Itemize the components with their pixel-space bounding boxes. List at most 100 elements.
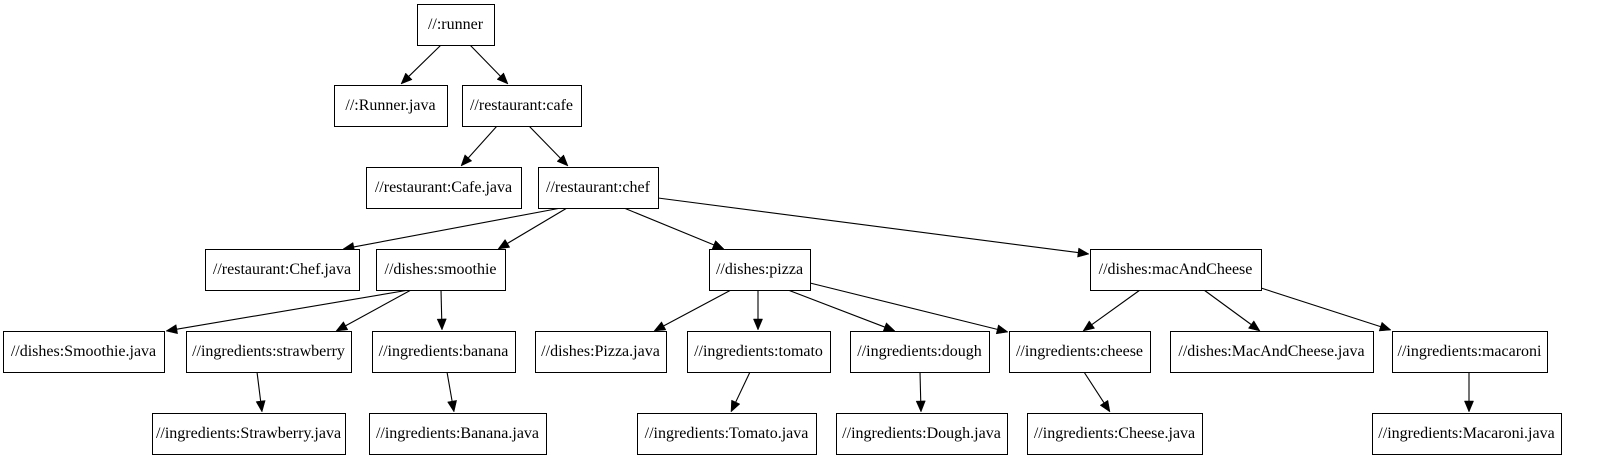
arrowhead-icon bbox=[882, 322, 896, 332]
node-label: //dishes:macAndCheese bbox=[1099, 261, 1253, 278]
edge-restaurant_chef-to-dishes_pizza bbox=[623, 207, 725, 250]
node-ingredients_cheese[interactable]: //ingredients:cheese bbox=[1009, 331, 1151, 373]
edge-line bbox=[440, 289, 443, 320]
node-box[interactable] bbox=[1027, 413, 1203, 455]
node-ingredients_tomato[interactable]: //ingredients:tomato bbox=[687, 331, 831, 373]
arrowhead-icon bbox=[556, 154, 569, 167]
node-runner[interactable]: //:runner bbox=[417, 4, 495, 46]
arrowhead-icon bbox=[730, 399, 741, 413]
node-box[interactable] bbox=[1090, 249, 1262, 291]
arrowhead-icon bbox=[1082, 320, 1096, 332]
node-label: //ingredients:Banana.java bbox=[376, 425, 539, 442]
node-box[interactable] bbox=[637, 413, 817, 455]
edge-dishes_pizza-to-dishes_pizza_java bbox=[653, 289, 732, 332]
node-ingredients_strawberry[interactable]: //ingredients:strawberry bbox=[186, 331, 352, 373]
node-box[interactable] bbox=[186, 331, 352, 373]
node-label: //ingredients:Strawberry.java bbox=[156, 425, 341, 442]
node-dishes_macandcheese[interactable]: //dishes:macAndCheese bbox=[1090, 249, 1262, 291]
edge-ingredients_cheese-to-ingredients_cheese_java bbox=[1083, 371, 1111, 413]
node-ingredients_tomato_java[interactable]: //ingredients:Tomato.java bbox=[637, 413, 817, 455]
node-label: //dishes:pizza bbox=[716, 261, 803, 278]
node-label: //restaurant:cafe bbox=[470, 97, 573, 114]
node-box[interactable] bbox=[334, 85, 448, 127]
arrowhead-icon bbox=[400, 72, 413, 85]
node-dishes_pizza[interactable]: //dishes:pizza bbox=[709, 249, 811, 291]
node-box[interactable] bbox=[1009, 331, 1151, 373]
node-box[interactable] bbox=[417, 4, 495, 46]
edge-line bbox=[1091, 289, 1141, 326]
edge-restaurant_chef-to-dishes_macandcheese bbox=[657, 197, 1090, 258]
node-box[interactable] bbox=[1170, 331, 1374, 373]
edge-line bbox=[919, 371, 922, 402]
edge-restaurant_cafe-to-restaurant_chef bbox=[528, 125, 569, 167]
node-box[interactable] bbox=[836, 413, 1008, 455]
edge-dishes_smoothie-to-ingredients_banana bbox=[436, 289, 447, 331]
node-restaurant_chef_java[interactable]: //restaurant:Chef.java bbox=[205, 249, 360, 291]
edge-line bbox=[735, 371, 751, 403]
arrowhead-icon bbox=[653, 321, 667, 332]
node-ingredients_dough_java[interactable]: //ingredients:Dough.java bbox=[836, 413, 1008, 455]
node-label: //restaurant:chef bbox=[546, 179, 651, 196]
node-box[interactable] bbox=[462, 85, 582, 127]
edge-line bbox=[176, 289, 410, 330]
node-ingredients_macaroni[interactable]: //ingredients:macaroni bbox=[1392, 331, 1548, 373]
edge-line bbox=[663, 289, 732, 327]
node-ingredients_macaroni_java[interactable]: //ingredients:Macaroni.java bbox=[1372, 413, 1562, 455]
node-ingredients_banana_java[interactable]: //ingredients:Banana.java bbox=[369, 413, 547, 455]
node-ingredients_strawberry_java[interactable]: //ingredients:Strawberry.java bbox=[152, 413, 346, 455]
arrowhead-icon bbox=[447, 400, 457, 413]
node-ingredients_dough[interactable]: //ingredients:dough bbox=[850, 331, 990, 373]
node-dishes_smoothie_java[interactable]: //dishes:Smoothie.java bbox=[3, 331, 165, 373]
arrowhead-icon bbox=[165, 324, 178, 335]
edge-line bbox=[507, 207, 568, 244]
node-label: //ingredients:strawberry bbox=[192, 343, 345, 360]
arrowhead-icon bbox=[255, 400, 266, 413]
edge-line bbox=[345, 289, 412, 327]
node-restaurant_cafe_java[interactable]: //restaurant:Cafe.java bbox=[366, 167, 522, 209]
edge-dishes_pizza-to-ingredients_cheese bbox=[809, 282, 1009, 335]
edge-line bbox=[809, 282, 998, 330]
node-label: //dishes:Smoothie.java bbox=[11, 343, 156, 360]
edge-ingredients_dough-to-ingredients_dough_java bbox=[915, 371, 926, 413]
node-box[interactable] bbox=[366, 167, 522, 209]
node-dishes_pizza_java[interactable]: //dishes:Pizza.java bbox=[535, 331, 667, 373]
node-box[interactable] bbox=[372, 331, 516, 373]
edge-ingredients_macaroni-to-ingredients_macaroni_java bbox=[1464, 372, 1474, 413]
arrowhead-icon bbox=[753, 318, 763, 331]
edge-line bbox=[657, 197, 1079, 254]
node-box[interactable] bbox=[205, 249, 360, 291]
node-ingredients_banana[interactable]: //ingredients:banana bbox=[372, 331, 516, 373]
edge-ingredients_strawberry-to-ingredients_strawberry_java bbox=[255, 371, 266, 413]
edge-line bbox=[528, 125, 561, 159]
node-runner_java[interactable]: //:Runner.java bbox=[334, 85, 448, 127]
node-box[interactable] bbox=[376, 249, 506, 291]
edge-line bbox=[446, 371, 453, 402]
edge-dishes_smoothie-to-dishes_smoothie_java bbox=[165, 289, 410, 335]
node-box[interactable] bbox=[1392, 331, 1548, 373]
node-box[interactable] bbox=[369, 413, 547, 455]
node-box[interactable] bbox=[1372, 413, 1562, 455]
node-box[interactable] bbox=[687, 331, 831, 373]
node-dishes_macandcheese_java[interactable]: //dishes:MacAndCheese.java bbox=[1170, 331, 1374, 373]
node-restaurant_chef[interactable]: //restaurant:chef bbox=[538, 167, 659, 209]
arrowhead-icon bbox=[496, 72, 509, 85]
edge-dishes_pizza-to-ingredients_tomato bbox=[753, 290, 763, 331]
edge-line bbox=[623, 207, 715, 246]
node-label: //dishes:MacAndCheese.java bbox=[1178, 343, 1364, 360]
edge-line bbox=[1083, 371, 1105, 404]
edge-line bbox=[1203, 289, 1252, 325]
arrowhead-icon bbox=[995, 324, 1009, 335]
node-label: //dishes:smoothie bbox=[385, 261, 497, 278]
node-restaurant_cafe[interactable]: //restaurant:cafe bbox=[462, 85, 582, 127]
node-box[interactable] bbox=[535, 331, 667, 373]
node-dishes_smoothie[interactable]: //dishes:smoothie bbox=[376, 249, 506, 291]
node-box[interactable] bbox=[3, 331, 165, 373]
node-box[interactable] bbox=[709, 249, 811, 291]
node-box[interactable] bbox=[152, 413, 346, 455]
node-ingredients_cheese_java[interactable]: //ingredients:Cheese.java bbox=[1027, 413, 1203, 455]
node-box[interactable] bbox=[850, 331, 990, 373]
node-label: //ingredients:macaroni bbox=[1398, 343, 1543, 360]
node-box[interactable] bbox=[538, 167, 659, 209]
